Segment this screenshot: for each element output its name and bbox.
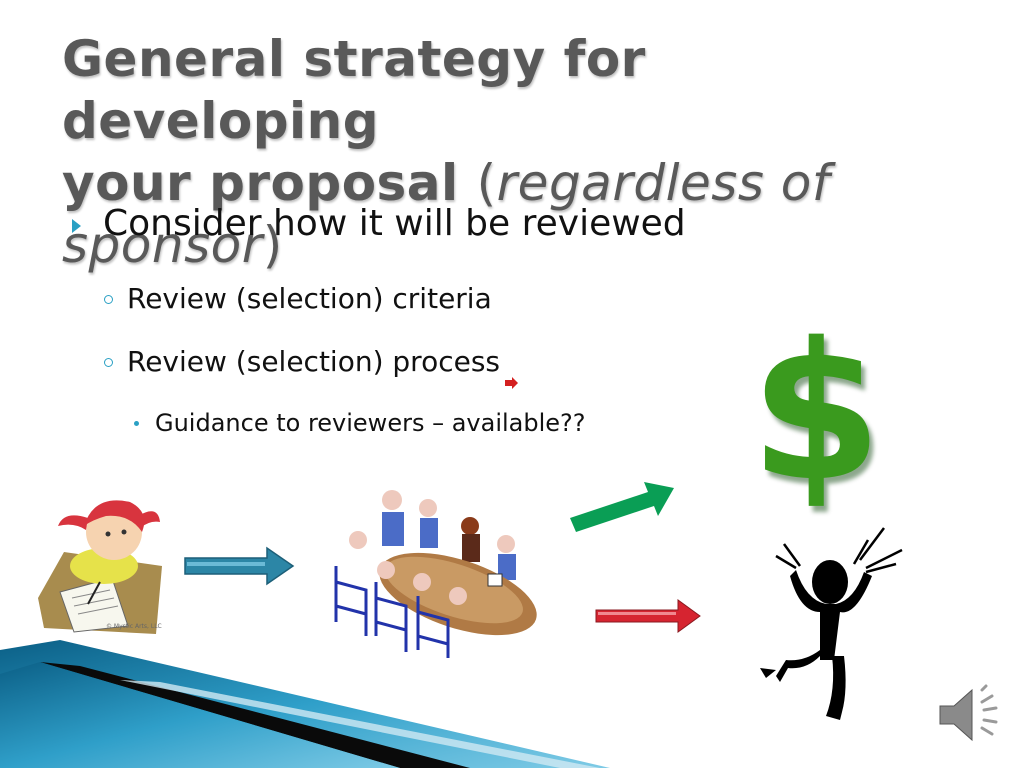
- bullet-level2-criteria: Review (selection) criteria: [104, 281, 492, 317]
- girl-writing-clipart: © Mystic Arts, LLC: [38, 500, 162, 634]
- review-meeting-clipart: [334, 490, 537, 658]
- slide-title: General strategy for developing your pro…: [62, 28, 962, 276]
- title-line-1: General strategy for developing: [62, 30, 646, 150]
- title-line-2-main: your proposal: [62, 154, 459, 212]
- dollar-sign-clipart: $: [750, 302, 883, 523]
- bullet-level2-text: Review (selection) criteria: [127, 282, 492, 315]
- triangle-bullet-icon: [72, 219, 81, 233]
- girl-credit: © Mystic Arts, LLC: [106, 623, 162, 630]
- title-italic: regardless of sponsor: [62, 154, 830, 274]
- title-paren-close: ): [262, 216, 283, 274]
- bullet-level3-text: Guidance to reviewers – available??: [155, 409, 586, 437]
- stressed-figure-clipart: [760, 527, 903, 720]
- bullet-level2-text: Review (selection) process: [127, 345, 500, 378]
- bullet-level1: Consider how it will be reviewed: [72, 200, 686, 248]
- bullet-level1-text: Consider how it will be reviewed: [103, 203, 686, 244]
- dot-bullet-icon: [134, 420, 139, 426]
- bullet-level2-process: Review (selection) process: [104, 344, 500, 380]
- red-arrow-icon: [595, 599, 701, 633]
- ring-bullet-icon: [104, 294, 113, 304]
- title-paren-open: (: [476, 154, 497, 212]
- blue-arrow-icon: [184, 546, 295, 586]
- title-line-2: your proposal (regardless of sponsor): [62, 152, 962, 276]
- bullet-level3: Guidance to reviewers – available??: [134, 406, 586, 440]
- small-red-arrow-icon: [505, 377, 518, 389]
- speaker-icon[interactable]: [936, 684, 1006, 746]
- green-arrow-icon: [570, 482, 674, 532]
- ring-bullet-icon: [104, 357, 113, 367]
- title-subtitle: (regardless of sponsor): [62, 154, 830, 274]
- decorative-swoosh: [0, 640, 610, 768]
